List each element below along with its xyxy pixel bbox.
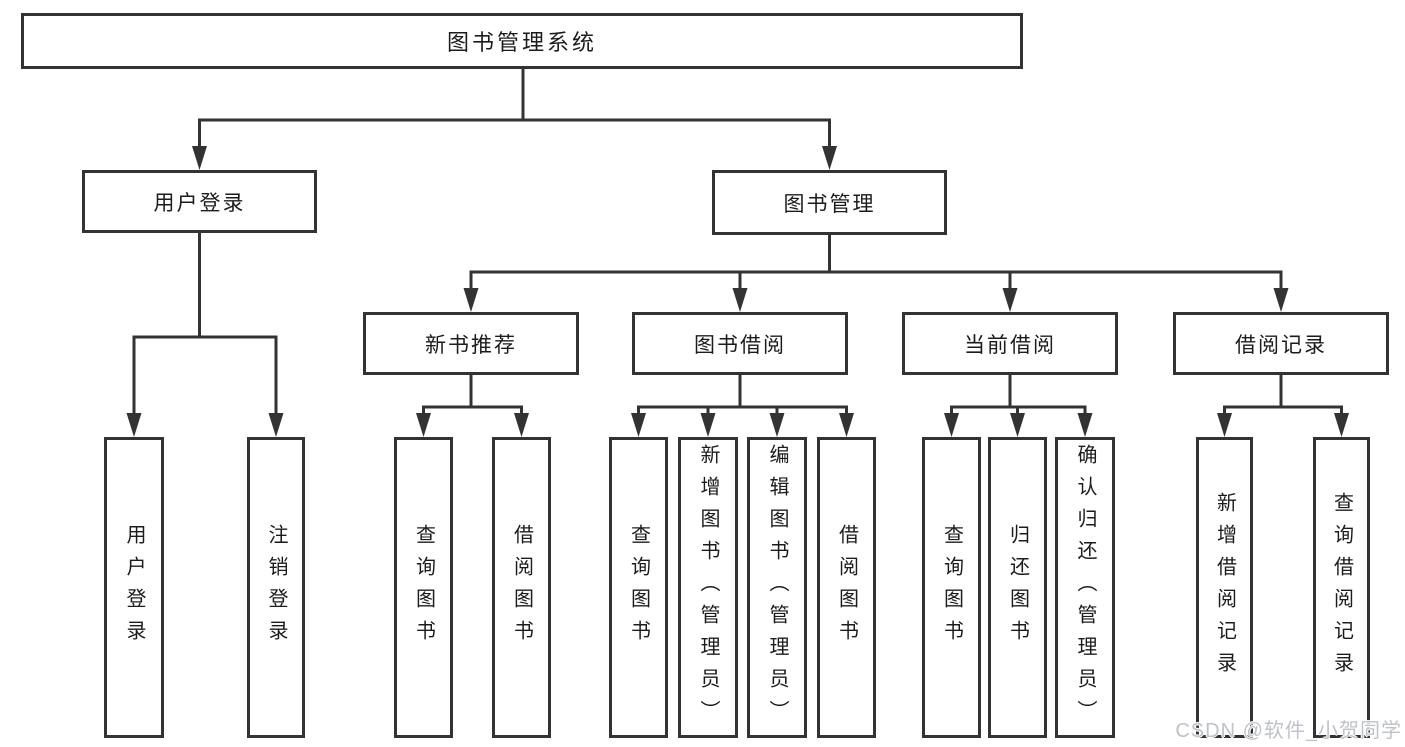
watermark: CSDN @软件_小贺同学 bbox=[1175, 720, 1402, 742]
leaf-logout: 注销登录 bbox=[247, 437, 305, 738]
leaf-current-confirm-return-admin: 确认归还（管理员） bbox=[1055, 437, 1115, 738]
node-new-book-recommend: 新书推荐 bbox=[363, 312, 579, 375]
leaf-user-login: 用户登录 bbox=[104, 437, 164, 738]
leaf-current-query-books: 查询图书 bbox=[922, 437, 981, 738]
node-borrowing-records: 借阅记录 bbox=[1173, 312, 1389, 375]
arrowhead-icons bbox=[126, 146, 1349, 437]
node-library-system: 图书管理系统 bbox=[21, 13, 1023, 69]
leaf-borrow-borrow-books: 借阅图书 bbox=[817, 437, 876, 738]
leaf-recommend-query-books: 查询图书 bbox=[394, 437, 453, 738]
leaf-records-query-record: 查询借阅记录 bbox=[1313, 437, 1370, 738]
node-current-borrowing: 当前借阅 bbox=[902, 312, 1118, 375]
node-book-borrowing: 图书借阅 bbox=[632, 312, 848, 375]
node-book-management: 图书管理 bbox=[712, 170, 947, 235]
leaf-borrow-add-books-admin: 新增图书（管理员） bbox=[678, 437, 738, 738]
leaf-current-return-books: 归还图书 bbox=[988, 437, 1047, 738]
leaf-records-add-record: 新增借阅记录 bbox=[1196, 437, 1253, 738]
leaf-borrow-edit-books-admin: 编辑图书（管理员） bbox=[747, 437, 807, 738]
node-user-login: 用户登录 bbox=[82, 170, 317, 233]
leaf-borrow-query-books: 查询图书 bbox=[609, 437, 668, 738]
leaf-recommend-borrow-books: 借阅图书 bbox=[492, 437, 551, 738]
